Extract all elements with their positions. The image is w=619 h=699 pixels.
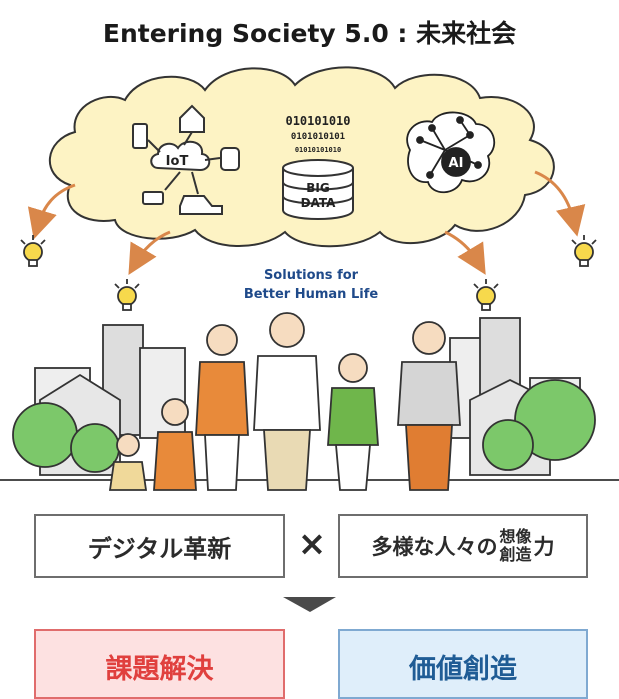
house-icon: [179, 104, 205, 133]
building-icon: [139, 347, 186, 439]
tree-icon: [12, 402, 78, 468]
tree-icon: [482, 419, 534, 471]
bigdata-label: DATA: [301, 196, 337, 210]
arrow-icon: [534, 170, 586, 237]
problem-solving-box: 課題解決: [34, 629, 285, 699]
binary-line: 010101010: [285, 114, 350, 128]
binary-line: 01010101010: [295, 146, 341, 154]
tree-icon: [70, 423, 120, 473]
arrow-icon: [27, 183, 76, 240]
trees: [0, 379, 619, 481]
imagination-label: 想像: [499, 527, 532, 546]
lightbulb-icon: [114, 279, 140, 311]
ai-label: AI: [449, 156, 464, 171]
lightbulb-icon: [20, 235, 46, 267]
person-woman-orange: [195, 324, 249, 491]
power-label: 力: [533, 535, 555, 559]
person-child-girl: [108, 433, 148, 491]
lightbulb-icon: [473, 279, 499, 311]
down-arrow-icon: [283, 597, 336, 612]
creation-label: 創造: [499, 545, 532, 564]
ai-brain-icon: AI: [406, 111, 496, 194]
digital-innovation-box: デジタル革新: [34, 514, 285, 578]
binary-line: 0101010101: [291, 132, 345, 142]
iot-label: IoT: [166, 154, 189, 169]
people-group: [108, 312, 461, 491]
tree-icon: [514, 379, 596, 461]
bigdata-label: BIG: [306, 181, 329, 195]
solutions-text: Better Human Life: [244, 287, 379, 302]
arrow-icon: [444, 230, 486, 275]
person-woman-green: [327, 353, 379, 491]
diverse-people-box: 多様な人々の 想像 創造 力: [338, 514, 588, 578]
database-icon: [282, 159, 354, 220]
multiply-sign: ×: [297, 524, 327, 564]
light-bulbs: [20, 235, 597, 311]
iot-cluster: IoT: [132, 104, 240, 215]
big-data-cluster: 010101010 0101010101 01010101010 BIG DAT…: [282, 114, 354, 220]
camera-icon: [142, 191, 164, 205]
diverse-prefix-label: 多様な人々の: [371, 535, 498, 559]
person-man-white: [253, 312, 321, 491]
solutions-text: Solutions for: [264, 268, 359, 283]
digital-innovation-label: デジタル革新: [87, 534, 232, 563]
arrow-icon: [128, 230, 171, 275]
lightbulb-icon: [571, 235, 597, 267]
imagination-creation-stack: 想像 創造: [499, 528, 531, 564]
value-creation-label: 価値創造: [409, 654, 517, 685]
person-child-boy: [153, 398, 197, 491]
arrows: [27, 170, 586, 275]
cloud-shape: [49, 66, 555, 248]
smartphone-icon: [132, 123, 148, 149]
problem-solving-label: 課題解決: [105, 654, 214, 685]
person-elder-man: [397, 321, 461, 491]
page-title: Entering Society 5.0 : 未来社会: [102, 19, 517, 48]
value-creation-box: 価値創造: [338, 629, 588, 699]
smartwatch-icon: [220, 147, 240, 171]
car-icon: [179, 195, 223, 215]
